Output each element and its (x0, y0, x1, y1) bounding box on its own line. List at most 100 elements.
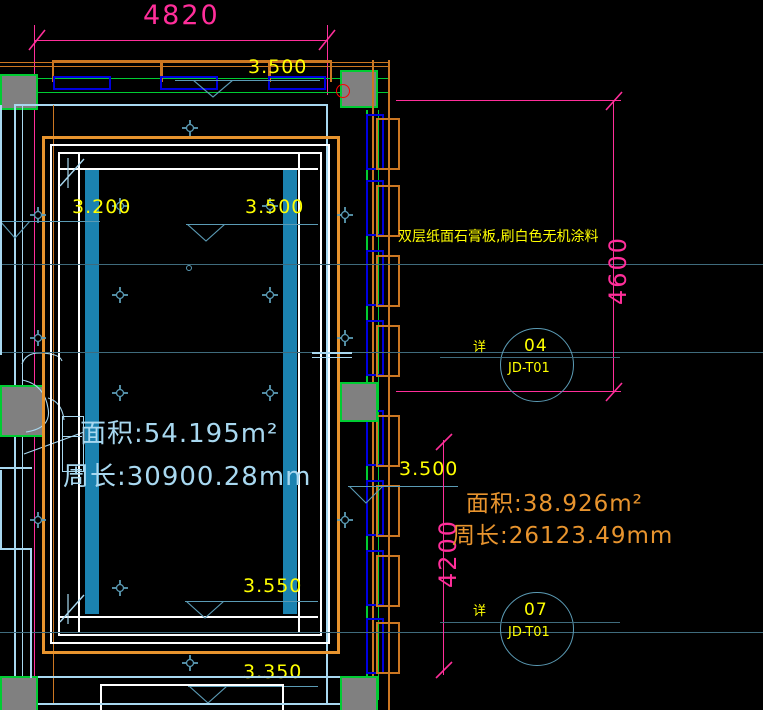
downlight-marker[interactable] (337, 330, 353, 346)
downlight-marker[interactable] (112, 580, 128, 596)
dimension-line-4600 (613, 100, 614, 392)
area-label-main: 面积:54.195m² (80, 419, 279, 449)
left-edge-detail-1 (0, 470, 2, 550)
detail-callout-prefix-04: 详 (473, 340, 487, 355)
downlight-marker[interactable] (182, 655, 198, 671)
level-leader-bottom (188, 686, 318, 687)
right-mullion-8 (366, 618, 384, 674)
dimension-ext-4600-bottom (396, 391, 621, 392)
right-transom-1 (376, 118, 400, 170)
wall-line-orange-top-2 (0, 66, 390, 67)
ceiling-grid-line-right (298, 152, 300, 632)
right-mullion-2 (366, 180, 384, 236)
detail-callout-number-04: 04 (524, 336, 548, 356)
downlight-marker[interactable] (262, 287, 278, 303)
level-marker-inner-low: 3.550 (243, 575, 303, 597)
left-edge-detail-2 (0, 548, 30, 550)
right-mullion-3 (366, 250, 384, 306)
ceiling-panel-inner-white-2 (58, 152, 322, 636)
dimension-tick-4200-top (434, 432, 454, 452)
material-note-text: 双层纸面石膏板,刷白色无机涂料 (398, 229, 599, 245)
elevation-triangle-right-mid (348, 485, 384, 508)
downlight-marker[interactable] (112, 385, 128, 401)
downlight-marker[interactable] (337, 207, 353, 223)
ceiling-panel-outline[interactable] (42, 136, 340, 654)
dimension-extension-left (34, 25, 35, 710)
level-marker-inner-left: 3.200 (72, 196, 132, 218)
downlight-marker[interactable] (112, 198, 128, 214)
right-transom-5 (376, 415, 400, 467)
left-edge-detail-4 (0, 105, 2, 355)
downlight-marker[interactable] (262, 385, 278, 401)
downlight-marker[interactable] (30, 330, 46, 346)
wall-line-green-top-1 (0, 78, 390, 79)
mullion-top-1 (52, 60, 163, 82)
right-mullion-7 (366, 550, 384, 606)
detail-callout-sheet-07: JD-T01 (508, 625, 550, 640)
ceiling-grid-line-top (58, 168, 318, 170)
downlight-marker-small[interactable] (184, 258, 200, 274)
detail-callout-number-07: 07 (524, 600, 548, 620)
reference-line-horizontal-3 (0, 632, 763, 633)
dimension-tick-4600-top (604, 90, 624, 112)
elevation-triangle-inner-low (185, 600, 225, 623)
corner-cross-top-left (58, 156, 88, 194)
elevation-triangle-top (192, 79, 234, 102)
downlight-marker[interactable] (30, 512, 46, 528)
right-mullion-4 (366, 320, 384, 376)
glazing-bar-3 (268, 76, 326, 90)
right-mullion-6 (366, 480, 384, 536)
mid-right-tick-1 (312, 352, 352, 354)
detail-callout-circle-04[interactable] (500, 328, 574, 402)
ceiling-grid-line-bottom (58, 616, 318, 618)
detail-box-left-1 (62, 416, 84, 472)
right-wall-green-2 (378, 110, 379, 700)
downlight-marker[interactable] (112, 287, 128, 303)
detail-callout-circle-07[interactable] (500, 592, 574, 666)
mullion-top-3 (268, 60, 332, 82)
annotation-leader-left (22, 430, 88, 462)
bottom-opening (100, 684, 284, 710)
right-transom-7 (376, 555, 400, 607)
right-mullion-1 (366, 114, 384, 170)
left-edge-detail-3 (30, 548, 32, 678)
column-right-bottom (340, 676, 378, 710)
right-transom-3 (376, 255, 400, 307)
level-leader-right-mid (348, 486, 458, 487)
glazing-bar-2 (160, 76, 218, 90)
level-marker-bottom: 3.350 (243, 661, 303, 683)
level-leader-inner-left (0, 221, 100, 222)
perimeter-label-secondary: 周长:26123.49mm (452, 523, 674, 549)
downlight-marker[interactable] (262, 198, 278, 214)
right-transom-8 (376, 622, 400, 674)
column-left-mid (0, 385, 44, 437)
detail-callout-leader-04 (440, 357, 620, 358)
light-trough-left (85, 170, 99, 614)
downlight-marker[interactable] (182, 120, 198, 136)
level-marker-inner-mid: 3.500 (245, 196, 305, 218)
ceiling-panel-inner-white (50, 144, 330, 644)
right-transom-2 (376, 185, 400, 237)
dimension-tick-4600-bottom (604, 381, 624, 403)
light-trough-right (283, 170, 297, 614)
wall-line-orange-top-1 (0, 62, 390, 63)
node-marker-red (336, 84, 350, 98)
slab-edge-right (326, 104, 328, 704)
mullion-top-2 (160, 60, 271, 82)
column-right-mid (340, 382, 378, 422)
level-leader-top (175, 80, 320, 81)
left-wall-orange (53, 105, 54, 705)
perimeter-label-main: 周长:30900.28mm (63, 462, 312, 492)
elevation-triangle-inner-mid (186, 223, 226, 246)
dimension-ext-4600-top (396, 100, 621, 101)
dimension-top-4820: 4820 (143, 0, 220, 31)
dimension-line-4200 (443, 440, 444, 675)
reference-line-horizontal-1 (0, 264, 763, 265)
level-marker-top: 3.500 (248, 56, 308, 78)
wall-line-green-top-2 (0, 92, 390, 93)
mid-right-tick-2 (312, 357, 352, 358)
downlight-marker[interactable] (337, 512, 353, 528)
right-transom-4 (376, 325, 400, 377)
bottom-slab-edge (0, 676, 340, 678)
